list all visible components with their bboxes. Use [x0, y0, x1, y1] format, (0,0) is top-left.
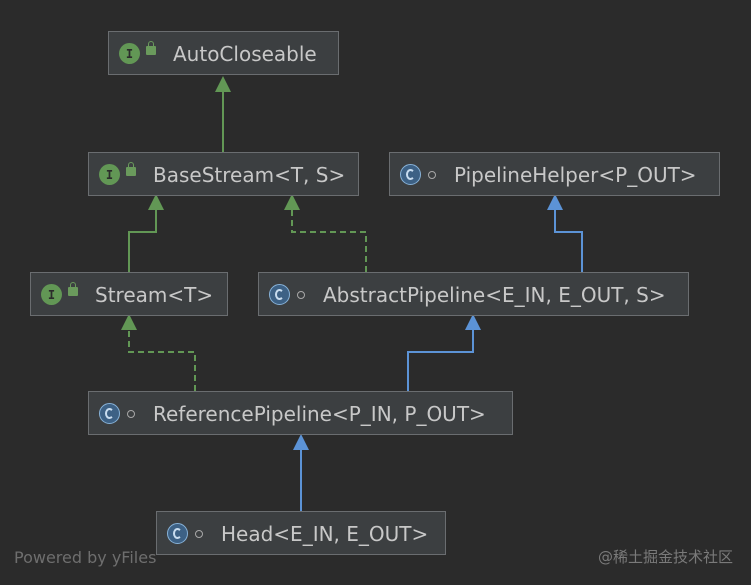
interface-icon: I	[119, 43, 140, 64]
public-access-icon	[68, 282, 78, 296]
edge-abstractpipeline-pipelinehelper	[547, 194, 583, 272]
node-abstractpipeline[interactable]: AbstractPipeline<E_IN, E_OUT, S>	[258, 272, 689, 316]
class-icon	[167, 523, 188, 544]
node-head[interactable]: Head<E_IN, E_OUT>	[156, 511, 446, 555]
edge-head-referencepipeline	[293, 434, 309, 511]
package-private-access-icon	[195, 530, 203, 538]
edge-abstractpipeline-basestream	[284, 194, 367, 272]
powered-by-label: Powered by yFiles	[14, 548, 157, 567]
edge-basestream-autocloseable	[215, 76, 231, 152]
class-icon	[269, 284, 290, 305]
package-private-access-icon	[428, 171, 436, 179]
public-access-icon	[126, 162, 136, 176]
package-private-access-icon	[127, 410, 135, 418]
class-ring-glyph	[105, 408, 114, 419]
node-stream[interactable]: I Stream<T>	[30, 272, 228, 316]
package-private-access-icon	[297, 291, 305, 299]
node-label: BaseStream<T, S>	[153, 163, 346, 187]
node-label: ReferencePipeline<P_IN, P_OUT>	[153, 402, 486, 426]
class-icon	[400, 164, 421, 185]
node-referencepipeline[interactable]: ReferencePipeline<P_IN, P_OUT>	[88, 391, 513, 435]
node-basestream[interactable]: I BaseStream<T, S>	[88, 152, 359, 196]
node-label: Stream<T>	[95, 283, 214, 307]
node-label: AutoCloseable	[173, 42, 317, 66]
edge-stream-basestream	[128, 194, 164, 272]
node-label: Head<E_IN, E_OUT>	[221, 522, 429, 546]
node-label: PipelineHelper<P_OUT>	[454, 163, 697, 187]
node-label: AbstractPipeline<E_IN, E_OUT, S>	[323, 283, 666, 307]
class-ring-glyph	[173, 528, 182, 539]
public-access-icon	[146, 41, 156, 55]
class-ring-glyph	[406, 169, 415, 180]
interface-icon: I	[41, 284, 62, 305]
edge-referencepipeline-stream	[121, 314, 196, 391]
watermark-label: @稀土掘金技术社区	[597, 548, 733, 566]
node-pipelinehelper[interactable]: PipelineHelper<P_OUT>	[389, 152, 720, 196]
edge-referencepipeline-abstractpipeline	[407, 314, 481, 391]
class-ring-glyph	[275, 289, 284, 300]
interface-icon: I	[99, 164, 120, 185]
class-icon	[99, 403, 120, 424]
node-autocloseable[interactable]: I AutoCloseable	[108, 31, 339, 75]
